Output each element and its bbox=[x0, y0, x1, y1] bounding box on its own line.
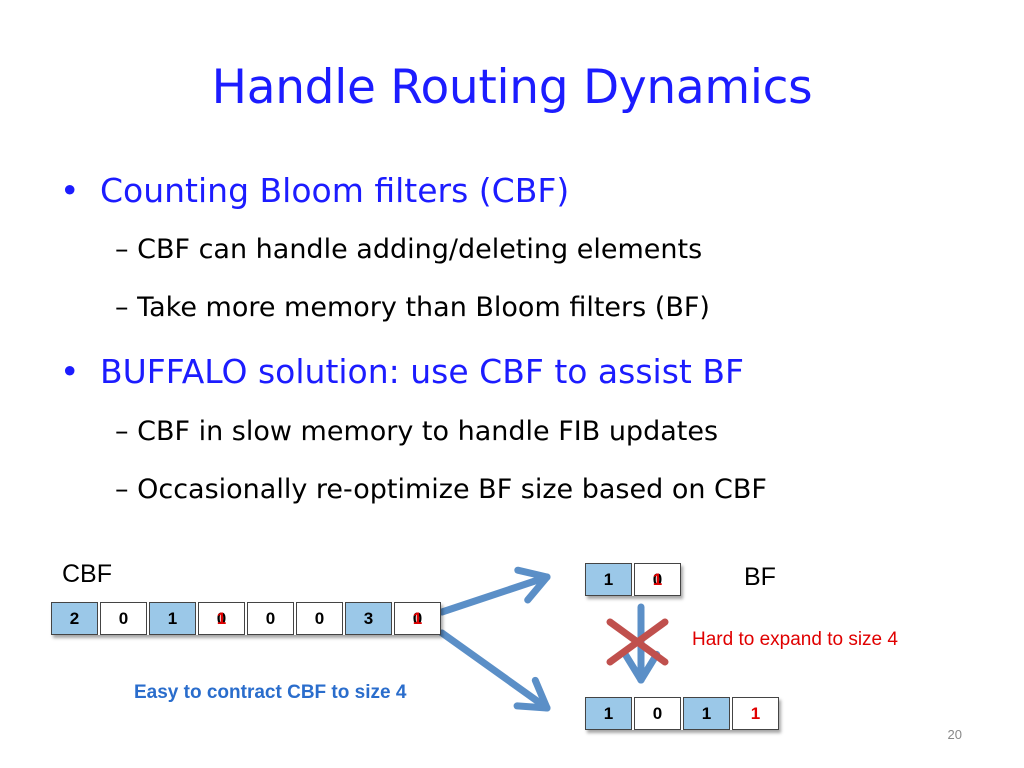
sub-bullet: – CBF can handle adding/deleting element… bbox=[115, 234, 702, 265]
bullet-text: Counting Bloom filters (CBF) bbox=[100, 171, 570, 210]
bf-label: BF bbox=[744, 563, 776, 591]
bf-top-cell-value: 1 bbox=[603, 569, 614, 589]
arrow-bf-down-head bbox=[621, 650, 645, 684]
bf-bottom-cell: 1 bbox=[732, 697, 779, 730]
bf-bottom-cell-value: 0 bbox=[652, 703, 663, 723]
cbf-cell: 0 bbox=[100, 602, 147, 635]
arrow-to-bf-bottom-head bbox=[531, 676, 551, 712]
bf-bottom-cell: 1 bbox=[585, 697, 632, 730]
sub-bullet-text: Take more memory than Bloom filters (BF) bbox=[137, 292, 710, 323]
bf-bottom-cell-value: 1 bbox=[750, 703, 761, 723]
cbf-cell-value: 3 bbox=[363, 608, 374, 628]
cbf-cell: 1 bbox=[149, 602, 196, 635]
arrow-to-bf-top-head bbox=[514, 566, 551, 581]
easy-to-contract-note: Easy to contract CBF to size 4 bbox=[134, 682, 407, 703]
bullet-cbf: • Counting Bloom filters (CBF) bbox=[60, 172, 569, 210]
sub-bullet-text: CBF in slow memory to handle FIB updates bbox=[137, 416, 719, 447]
cbf-cell: 0 bbox=[247, 602, 294, 635]
page-number: 20 bbox=[947, 727, 962, 742]
arrow-bf-down-head bbox=[637, 650, 661, 684]
bf-bottom-cell: 1 bbox=[683, 697, 730, 730]
sub-bullet: – Take more memory than Bloom filters (B… bbox=[115, 292, 710, 323]
dash: – bbox=[115, 234, 129, 265]
bf-top-cell-overlay-value: 1 bbox=[652, 569, 663, 589]
cbf-cell: 0 bbox=[296, 602, 343, 635]
cbf-cell-overlay-value: 1 bbox=[216, 608, 227, 628]
bf-top-cell: 1 bbox=[585, 563, 632, 596]
bf-bottom-cell-value: 1 bbox=[603, 703, 614, 723]
cbf-cell-overlay-value: 1 bbox=[412, 608, 423, 628]
cbf-cell-value: 1 bbox=[167, 608, 178, 628]
sub-bullet-text: CBF can handle adding/deleting elements bbox=[137, 234, 703, 265]
bf-bottom-cell: 0 bbox=[634, 697, 681, 730]
bf-top-cell-value: 0 bbox=[652, 569, 663, 589]
arrow-to-bf-top-shaft bbox=[438, 573, 551, 616]
cbf-cell-value: 0 bbox=[314, 608, 325, 628]
hard-to-expand-note: Hard to expand to size 4 bbox=[692, 629, 898, 650]
bullet-dot: • bbox=[60, 171, 80, 210]
cbf-cell-value: 2 bbox=[69, 608, 80, 628]
cbf-cell-value: 0 bbox=[265, 608, 276, 628]
slide-title: Handle Routing Dynamics bbox=[211, 60, 813, 115]
cbf-label: CBF bbox=[62, 560, 112, 588]
cbf-cell: 3 bbox=[345, 602, 392, 635]
bf-array-bottom: 1 0 1 1 bbox=[585, 697, 779, 730]
bullet-text: BUFFALO solution: use CBF to assist BF bbox=[100, 352, 744, 391]
cbf-cell-value: 0 bbox=[216, 608, 227, 628]
arrow-to-bf-top-head bbox=[524, 573, 551, 604]
cross-stroke bbox=[606, 618, 669, 666]
dash: – bbox=[115, 474, 129, 505]
bf-bottom-cell-value: 1 bbox=[701, 703, 712, 723]
arrow-to-bf-bottom-head bbox=[513, 702, 551, 712]
dash: – bbox=[115, 292, 129, 323]
sub-bullet: – Occasionally re-optimize BF size based… bbox=[115, 474, 767, 505]
sub-bullet-text: Occasionally re-optimize BF size based o… bbox=[137, 474, 767, 505]
cbf-cell-value: 0 bbox=[118, 608, 129, 628]
sub-bullet: – CBF in slow memory to handle FIB updat… bbox=[115, 416, 718, 447]
cbf-cell-value: 0 bbox=[412, 608, 423, 628]
bullet-buffalo: • BUFFALO solution: use CBF to assist BF bbox=[60, 353, 744, 391]
arrow-to-bf-bottom-shaft bbox=[438, 629, 551, 712]
cbf-cell: 2 bbox=[51, 602, 98, 635]
bullet-dot: • bbox=[60, 352, 80, 391]
dash: – bbox=[115, 416, 129, 447]
